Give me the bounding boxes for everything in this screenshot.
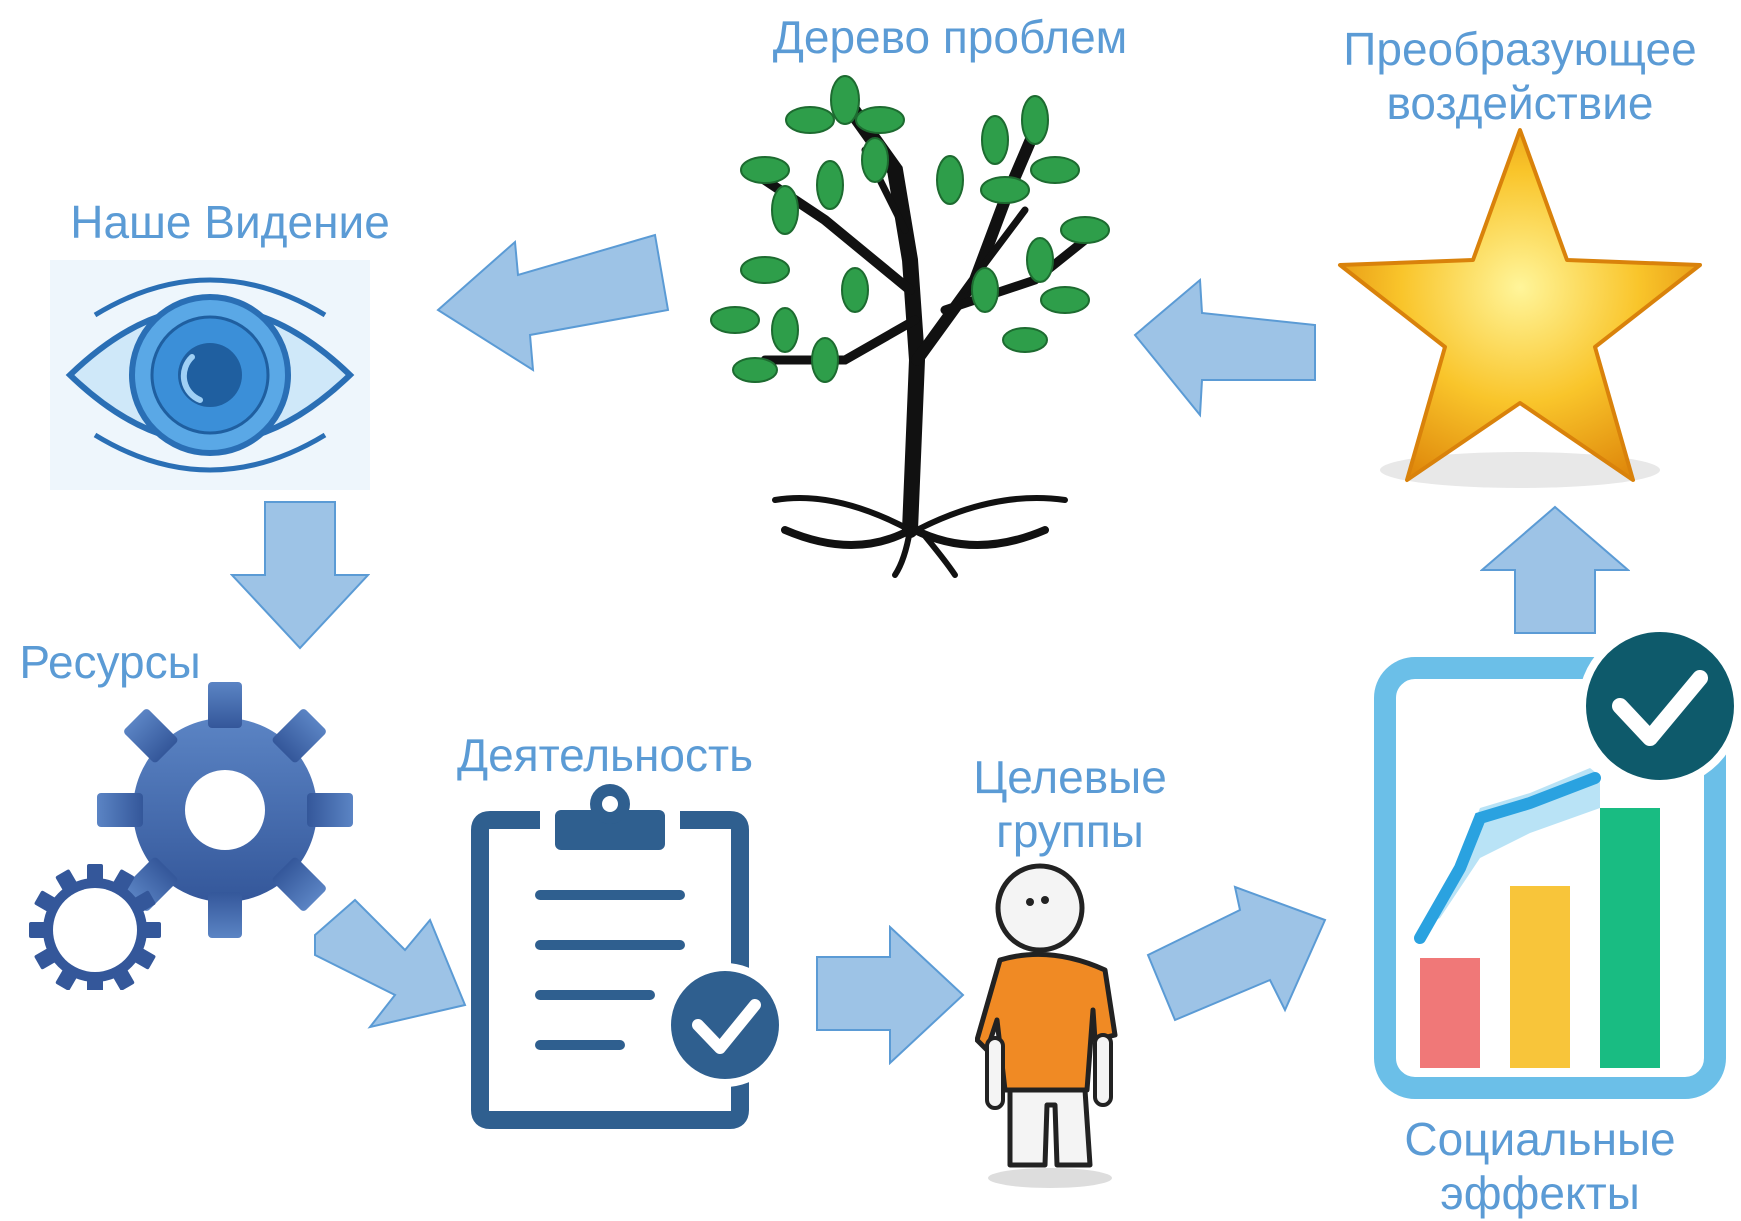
arrow-tree-to-vision xyxy=(430,230,670,380)
target-groups-line2: группы xyxy=(996,805,1144,857)
social-effects-line1: Социальные xyxy=(1404,1113,1676,1165)
tree-icon xyxy=(705,60,1125,580)
chart-check-icon xyxy=(1370,618,1741,1108)
person-icon xyxy=(975,860,1125,1190)
problem-tree-label: Дерево проблем xyxy=(772,11,1128,63)
target-groups-label: Целевые группы xyxy=(940,750,1200,858)
arrow-social-to-star xyxy=(1480,505,1630,635)
resources-label: Ресурсы xyxy=(19,636,201,688)
transform-label: Преобразующее воздействие xyxy=(1300,22,1740,130)
arrow-star-to-tree xyxy=(1130,275,1320,420)
arrow-vision-to-resources xyxy=(230,500,370,650)
star-icon xyxy=(1335,125,1705,495)
vision-label: Наше Видение xyxy=(70,196,390,248)
eye-icon xyxy=(50,260,370,490)
clipboard-check-icon xyxy=(470,780,790,1130)
social-effects-label: Социальные эффекты xyxy=(1370,1112,1710,1220)
activity-label: Деятельность xyxy=(456,729,754,781)
arrow-activity-to-target xyxy=(815,925,965,1065)
target-groups-line1: Целевые xyxy=(973,751,1167,803)
transform-label-line2: воздействие xyxy=(1386,77,1654,129)
arrow-target-to-social xyxy=(1145,885,1330,1025)
gear-icon xyxy=(20,680,360,990)
arrow-resources-to-activity xyxy=(310,895,470,1030)
social-effects-line2: эффекты xyxy=(1440,1167,1640,1219)
transform-label-line1: Преобразующее xyxy=(1343,23,1697,75)
